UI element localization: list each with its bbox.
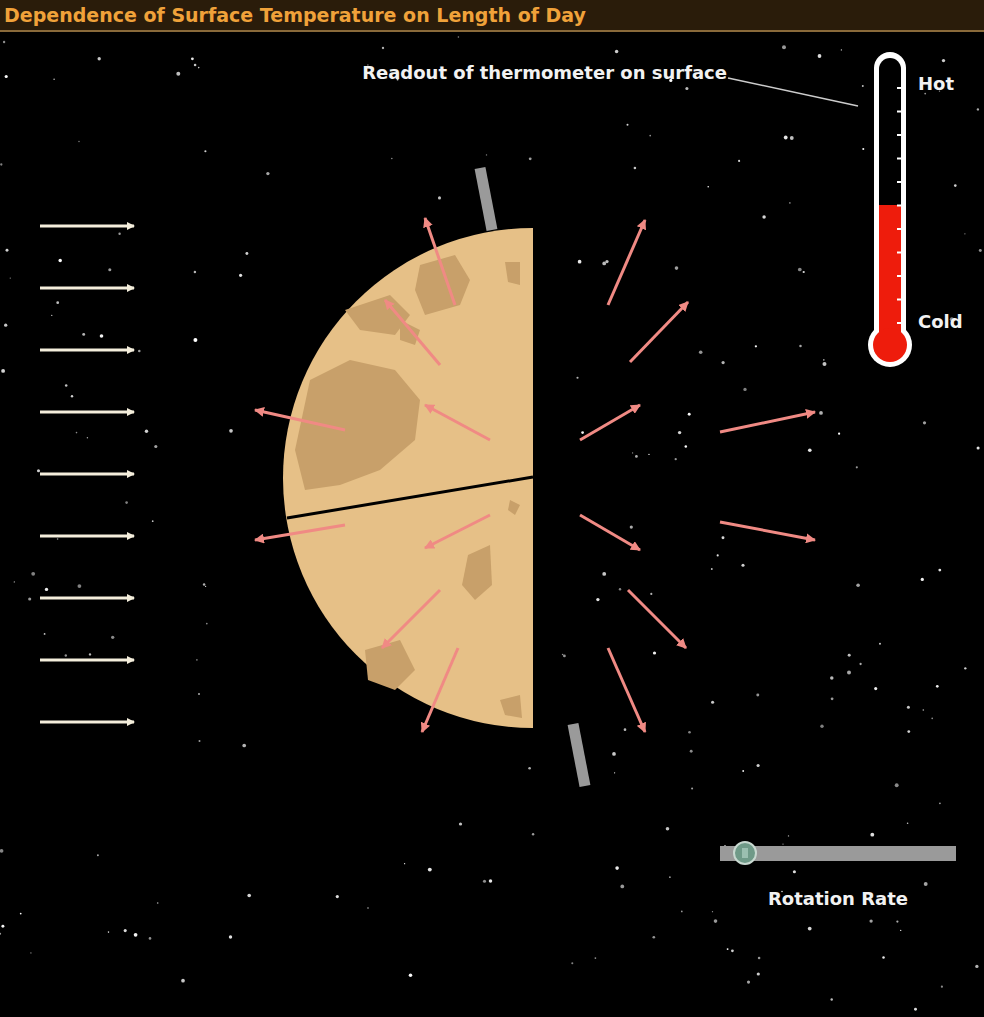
- continents: [295, 255, 522, 718]
- sunlight-arrows: [40, 226, 134, 722]
- thermometer: [868, 52, 912, 367]
- rotation-slider: [720, 842, 956, 864]
- infrared-arrows: [255, 218, 815, 732]
- equator: [287, 477, 533, 518]
- pole: [573, 724, 585, 786]
- title-bar: [0, 0, 984, 30]
- diagram-title: Dependence of Surface Temperature on Len…: [4, 4, 586, 26]
- scale-label: Hot: [918, 73, 954, 94]
- scale-label: Cold: [918, 311, 963, 332]
- pole: [480, 168, 492, 230]
- leader-line: [728, 78, 858, 106]
- stars: [0, 36, 982, 1010]
- slider-label: Rotation Rate: [768, 888, 908, 909]
- leader-label: Readout of thermometer on surface: [362, 62, 727, 83]
- planet-day-side: [283, 228, 533, 728]
